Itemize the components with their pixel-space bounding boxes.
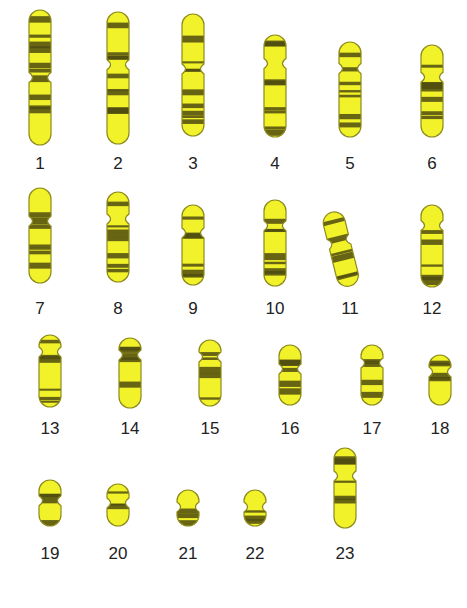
chromosome-number: 19 [41, 545, 60, 562]
chromosome [199, 340, 221, 406]
chromosome-number: 18 [431, 420, 450, 437]
chromosome [339, 42, 361, 137]
chromosome [182, 14, 204, 136]
chromosome-number: 17 [363, 420, 382, 437]
chromosome-number: 21 [179, 545, 198, 562]
chromosome-number: 5 [345, 155, 354, 172]
chromosome-number: 16 [281, 420, 300, 437]
chromosome [29, 10, 51, 145]
chromosome [244, 490, 266, 526]
chromosome-number: 22 [246, 545, 265, 562]
chromosome-number: 8 [113, 300, 122, 317]
chromosome-number: 12 [423, 300, 442, 317]
chromosome-number: 2 [113, 155, 122, 172]
chromosome [119, 338, 141, 408]
chromosome-number: 14 [121, 420, 140, 437]
chromosome [264, 35, 286, 137]
chromosome [421, 205, 443, 287]
chromosome [107, 192, 129, 282]
chromosome [182, 205, 204, 285]
chromosome-number: 20 [109, 545, 128, 562]
chromosome-number: 1 [35, 155, 44, 172]
chromosome [361, 345, 383, 405]
chromosome [29, 188, 51, 283]
chromosome [421, 45, 443, 137]
chromosome [39, 480, 61, 526]
chromosome [429, 355, 451, 405]
chromosome-number: 4 [270, 155, 279, 172]
chromosome-number: 11 [341, 300, 359, 317]
chromosome [279, 345, 301, 405]
chromosome-number: 10 [266, 300, 285, 317]
chromosome-number: 23 [336, 545, 355, 562]
chromosome-number: 9 [188, 300, 197, 317]
chromosome [177, 490, 199, 526]
chromosome-number: 3 [188, 155, 197, 172]
chromosome [334, 448, 356, 528]
chromosome-number: 6 [427, 155, 436, 172]
chromosome-number: 15 [201, 420, 220, 437]
chromosome-number: 7 [35, 300, 44, 317]
chromosome [321, 210, 361, 289]
chromosome [39, 335, 61, 407]
chromosome [264, 200, 286, 286]
chromosome [107, 484, 129, 526]
chromosome [107, 12, 129, 144]
chromosome-number: 13 [41, 420, 60, 437]
